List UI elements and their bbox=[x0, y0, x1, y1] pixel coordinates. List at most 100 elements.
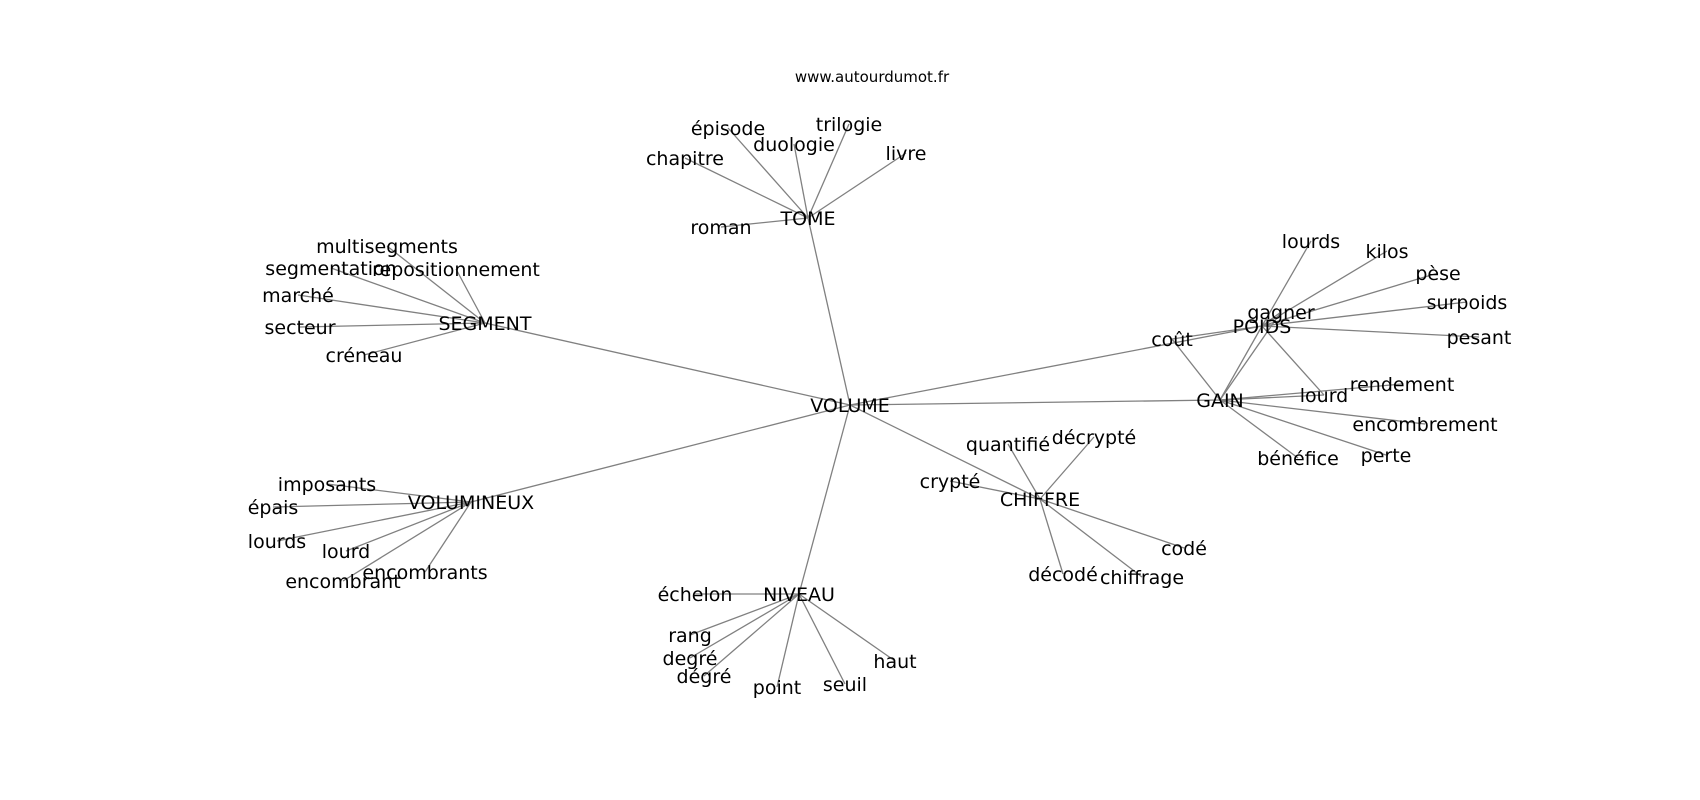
node-word-seuil[interactable]: seuil bbox=[823, 674, 867, 696]
node-word-imposants[interactable]: imposants bbox=[278, 474, 376, 496]
edge-poids-surpoids bbox=[1261, 301, 1468, 327]
edge-segment-secteur bbox=[299, 322, 486, 328]
node-word-echelon[interactable]: échelon bbox=[658, 584, 733, 606]
edge-volume-tome bbox=[807, 217, 851, 406]
node-word-segmentation[interactable]: segmentation bbox=[265, 258, 396, 280]
edge-tome-duologie bbox=[793, 143, 809, 219]
node-hub-tome[interactable]: TOME bbox=[780, 208, 836, 230]
edge-volumineux-imposants bbox=[326, 483, 472, 503]
node-word-benefice[interactable]: bénéfice bbox=[1257, 448, 1339, 470]
node-word-multisegments[interactable]: multisegments bbox=[316, 236, 458, 258]
node-hub-segment[interactable]: SEGMENT bbox=[438, 313, 531, 335]
node-word-degre[interactable]: degré bbox=[663, 648, 718, 670]
node-hub-chiffre[interactable]: CHIFFRE bbox=[1000, 489, 1080, 511]
edge-niveau-point bbox=[776, 593, 800, 688]
edge-poids-lourds bbox=[1261, 240, 1312, 327]
node-hub-poids[interactable]: POIDS bbox=[1233, 316, 1292, 338]
edge-volume-gain bbox=[849, 399, 1221, 406]
node-word-episode[interactable]: épisode bbox=[691, 118, 765, 140]
edge-volumineux-encombrants bbox=[424, 501, 472, 573]
edge-gain-lourd bbox=[1219, 394, 1325, 401]
node-word-rendement[interactable]: rendement bbox=[1350, 374, 1455, 396]
edge-segment-repositionnement bbox=[455, 268, 486, 324]
edge-gain-perte bbox=[1219, 399, 1387, 456]
node-word-point[interactable]: point bbox=[753, 677, 801, 699]
node-word-duologie[interactable]: duologie bbox=[753, 134, 835, 156]
site-url[interactable]: www.autourdumot.fr bbox=[795, 68, 950, 86]
node-word-roman[interactable]: roman bbox=[690, 217, 751, 239]
edge-chiffre-crypte bbox=[949, 480, 1041, 500]
edge-gain-rendement bbox=[1219, 383, 1403, 401]
edge-chiffre-chiffrage bbox=[1039, 498, 1143, 578]
node-hub-gain[interactable]: GAIN bbox=[1196, 390, 1244, 412]
node-word-quantifie[interactable]: quantifié bbox=[966, 434, 1050, 456]
node-word-lourd[interactable]: lourd bbox=[1300, 385, 1348, 407]
node-word-lourd[interactable]: lourd bbox=[322, 541, 370, 563]
edge-poids-cout bbox=[1171, 325, 1263, 340]
edge-poids-pese bbox=[1261, 272, 1439, 327]
edge-volumineux-lourds bbox=[276, 501, 472, 542]
edge-poids-pesant bbox=[1261, 325, 1480, 338]
node-word-encombrant[interactable]: encombrant bbox=[285, 571, 400, 593]
edge-tome-episode bbox=[727, 127, 809, 219]
node-word-decode[interactable]: décodé bbox=[1028, 564, 1098, 586]
node-word-chapitre[interactable]: chapitre bbox=[646, 148, 724, 170]
edge-gain-benefice bbox=[1219, 399, 1299, 459]
edge-volume-poids bbox=[849, 325, 1263, 406]
node-word-marche[interactable]: marché bbox=[262, 285, 334, 307]
node-word-trilogie[interactable]: trilogie bbox=[816, 114, 882, 136]
edge-poids-kilos bbox=[1261, 250, 1388, 327]
edge-volumineux-lourd bbox=[345, 501, 472, 552]
edge-volume-niveau bbox=[798, 404, 851, 595]
node-word-encombrement[interactable]: encombrement bbox=[1352, 414, 1497, 436]
node-word-kilos[interactable]: kilos bbox=[1365, 241, 1408, 263]
edge-chiffre-quantifie bbox=[1007, 443, 1041, 500]
node-word-secteur[interactable]: secteur bbox=[264, 317, 335, 339]
edge-volumineux-epais bbox=[272, 501, 472, 508]
node-word-pese[interactable]: pèse bbox=[1415, 263, 1460, 285]
node-word-epais[interactable]: épais bbox=[248, 497, 299, 519]
edge-tome-livre bbox=[807, 152, 907, 219]
edge-chiffre-code bbox=[1039, 498, 1185, 549]
edge-volume-segment bbox=[484, 322, 851, 406]
node-center-volume[interactable]: VOLUME bbox=[810, 395, 890, 417]
edge-chiffre-decrypte bbox=[1039, 436, 1095, 500]
node-word-livre[interactable]: livre bbox=[886, 143, 927, 165]
edge-segment-marche bbox=[297, 294, 486, 324]
edge-segment-creneau bbox=[363, 322, 486, 356]
edge-segment-segmentation bbox=[330, 267, 486, 324]
node-word-repositionnement[interactable]: repositionnement bbox=[372, 259, 540, 281]
node-word-haut[interactable]: haut bbox=[873, 651, 916, 673]
node-word-pesant[interactable]: pesant bbox=[1447, 327, 1512, 349]
edge-tome-roman bbox=[720, 217, 809, 228]
node-word-encombrants[interactable]: encombrants bbox=[362, 562, 487, 584]
node-word-surpoids[interactable]: surpoids bbox=[1427, 292, 1508, 314]
node-word-gagner[interactable]: gagner bbox=[1247, 302, 1314, 324]
node-word-creneau[interactable]: créneau bbox=[326, 345, 403, 367]
node-word-rang[interactable]: rang bbox=[668, 625, 712, 647]
edge-tome-trilogie bbox=[807, 123, 850, 219]
edge-tome-chapitre bbox=[684, 157, 809, 219]
edge-niveau-degre bbox=[703, 593, 800, 677]
graph-nodes: VOLUME TOME SEGMENT VOLUMINEUX NIVEAU CHIFFRE… bbox=[248, 114, 1512, 699]
edge-volumineux-encombrant bbox=[342, 501, 472, 582]
node-word-decrypte[interactable]: décrypté bbox=[1052, 427, 1136, 449]
graph-edges bbox=[272, 123, 1480, 688]
node-word-lourds[interactable]: lourds bbox=[248, 531, 306, 553]
edge-gain-encombrement bbox=[1219, 399, 1426, 425]
node-word-lourds[interactable]: lourds bbox=[1282, 231, 1340, 253]
node-hub-niveau[interactable]: NIVEAU bbox=[763, 584, 835, 606]
edge-volume-chiffre bbox=[849, 404, 1041, 500]
node-word-code[interactable]: codé bbox=[1161, 538, 1207, 560]
edge-niveau-rang bbox=[689, 593, 800, 636]
node-word-chiffrage[interactable]: chiffrage bbox=[1100, 567, 1184, 589]
node-word-perte[interactable]: perte bbox=[1361, 445, 1412, 467]
node-word-crypte[interactable]: crypté bbox=[920, 471, 981, 493]
edge-poids-gagner bbox=[1261, 311, 1282, 327]
edge-niveau-seuil bbox=[798, 593, 846, 685]
edge-niveau-degre bbox=[689, 593, 800, 659]
node-word-degre[interactable]: dégré bbox=[677, 666, 732, 688]
node-hub-volumineux[interactable]: VOLUMINEUX bbox=[408, 492, 534, 514]
node-word-cout[interactable]: coût bbox=[1151, 329, 1193, 351]
